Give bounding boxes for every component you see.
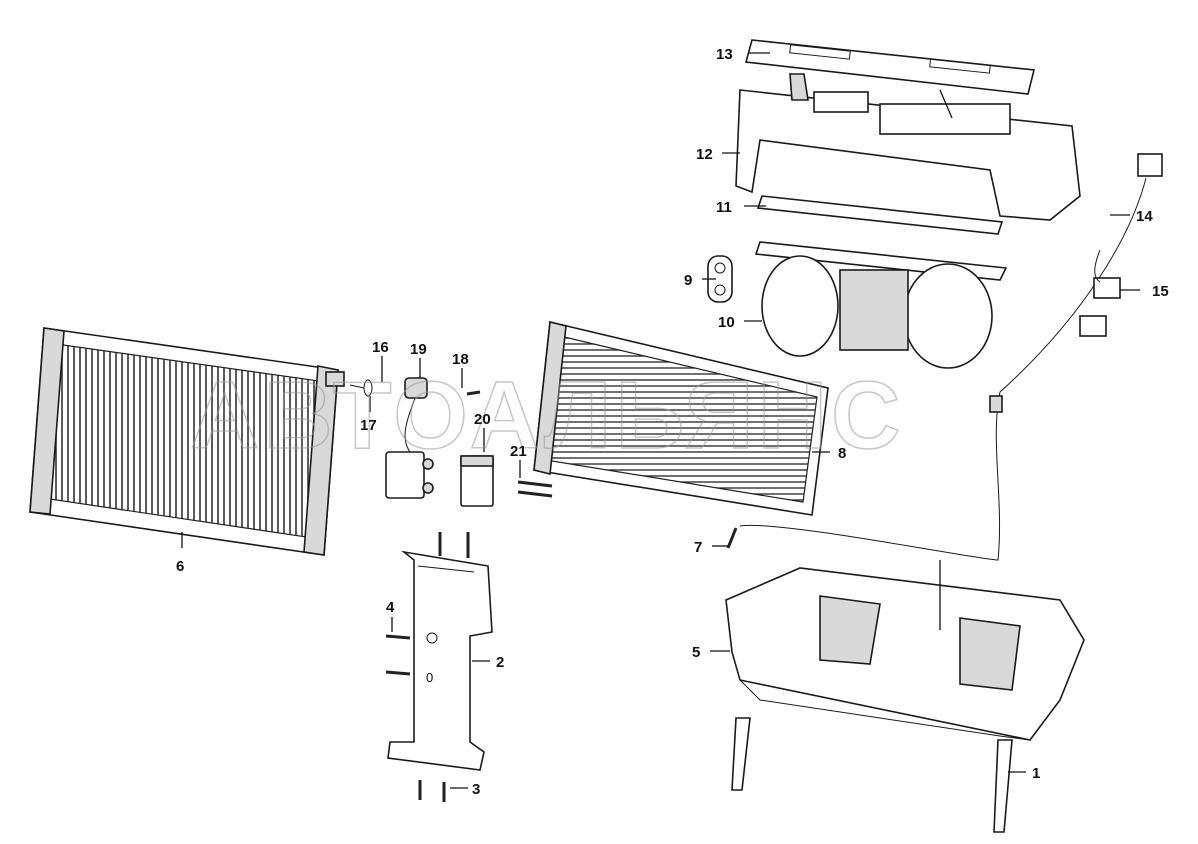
drain-tubes xyxy=(731,717,1013,833)
callout-10: 10 xyxy=(718,314,735,331)
callout-12: 12 xyxy=(696,146,713,163)
lower-housing xyxy=(725,567,1085,741)
callout-11: 11 xyxy=(716,199,732,216)
callout-18: 18 xyxy=(452,351,469,368)
sensor xyxy=(726,527,738,549)
watermark-text: АВТОАЛЬЯНС xyxy=(190,362,904,469)
callout-16: 16 xyxy=(372,339,389,356)
wiring-harness xyxy=(739,153,1163,561)
mounting-bolts xyxy=(466,390,553,498)
callout-15: 15 xyxy=(1152,283,1169,300)
callout-7: 7 xyxy=(694,539,702,556)
screws xyxy=(385,532,470,802)
callout-1: 1 xyxy=(1032,765,1040,782)
callout-2: 2 xyxy=(496,654,504,671)
callout-14: 14 xyxy=(1136,208,1153,225)
callout-labels: 13 12 11 9 10 14 15 6 8 7 5 1 2 3 4 16 1… xyxy=(176,46,1169,798)
callout-6: 6 xyxy=(176,558,184,575)
callout-3: 3 xyxy=(472,781,480,798)
callout-4: 4 xyxy=(386,599,395,616)
blower-motor xyxy=(754,241,1008,369)
heater-core xyxy=(29,327,345,556)
mounting-plate xyxy=(387,550,493,771)
callout-20: 20 xyxy=(474,411,491,428)
callout-9: 9 xyxy=(684,272,692,289)
callout-8: 8 xyxy=(838,445,846,462)
callout-17: 17 xyxy=(360,417,377,434)
callout-21: 21 xyxy=(510,443,527,460)
leader-lines xyxy=(181,52,1140,789)
evaporator-core xyxy=(533,321,829,516)
callout-5: 5 xyxy=(692,644,700,661)
callout-19: 19 xyxy=(410,341,427,358)
top-seal xyxy=(744,39,1035,95)
blower-gasket xyxy=(756,195,1004,235)
upper-housing xyxy=(735,73,1081,221)
plate-mark: 0 xyxy=(426,670,433,685)
expansion-valve-assembly xyxy=(349,377,494,507)
callout-13: 13 xyxy=(716,46,733,63)
